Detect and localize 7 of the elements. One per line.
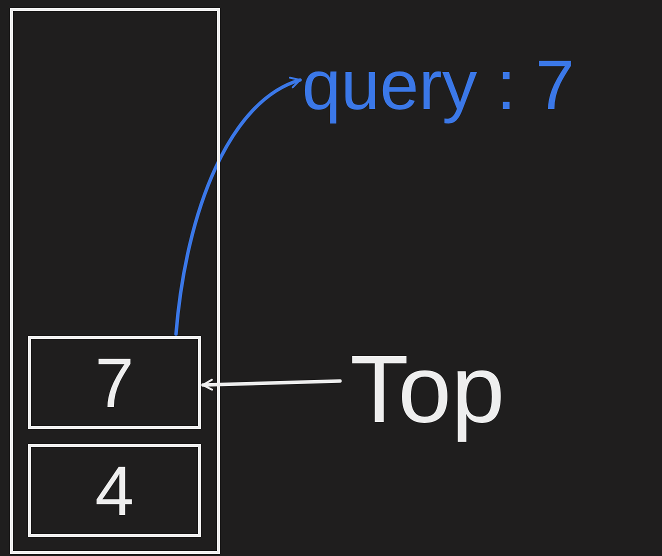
arrow (174, 78, 302, 336)
stack-container (10, 8, 220, 554)
node-text: 7 (95, 348, 134, 418)
arrow (201, 378, 342, 391)
stack-cell (28, 336, 201, 429)
stack-cell (28, 444, 201, 537)
node-text: 4 (95, 456, 134, 526)
